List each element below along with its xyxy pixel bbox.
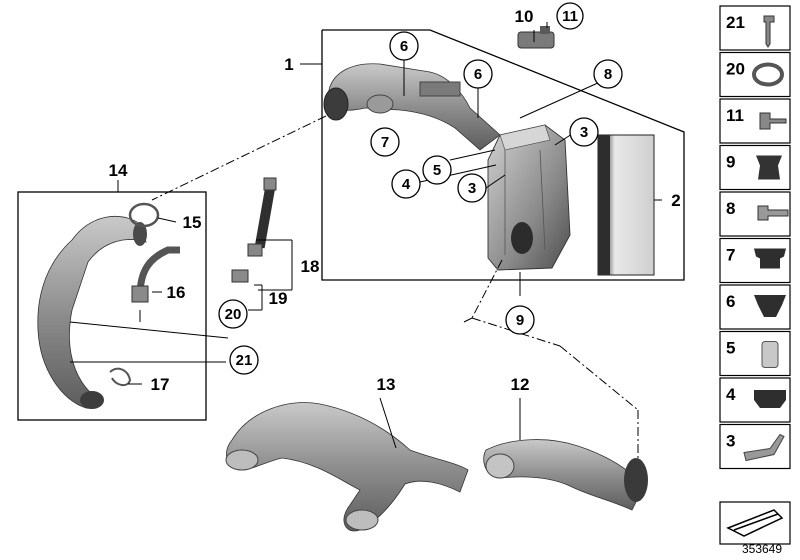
breather-tube <box>231 177 277 283</box>
side-part-number: 8 <box>726 199 735 218</box>
label-16: 16 <box>167 283 186 302</box>
label-4: 4 <box>402 176 411 193</box>
reference-number: 353649 <box>742 542 782 556</box>
air-filter-element-icon <box>597 134 655 276</box>
label-6b: 6 <box>474 66 482 83</box>
circled-labels <box>218 2 623 375</box>
side-part-number: 11 <box>726 106 744 125</box>
side-part-icon <box>756 155 782 180</box>
side-part-box <box>719 5 791 51</box>
label-14: 14 <box>109 161 128 180</box>
direction-arrow-icon <box>719 501 791 545</box>
side-part-number: 21 <box>726 13 745 32</box>
label-2: 2 <box>671 191 680 210</box>
label-9: 9 <box>516 312 524 329</box>
label-15: 15 <box>183 213 202 232</box>
label-13: 13 <box>377 375 396 394</box>
side-part-icon <box>754 248 786 269</box>
side-part-icon <box>761 341 779 368</box>
label-21: 21 <box>236 352 253 369</box>
intake-pipe <box>323 63 501 151</box>
side-part-number: 5 <box>726 339 735 358</box>
intake-duct-12 <box>483 439 648 511</box>
label-12: 12 <box>511 375 530 394</box>
label-18: 18 <box>301 257 320 276</box>
side-parts-panel: 21 20 11 9 8 7 6 5 4 3 <box>719 5 791 470</box>
label-10: 10 <box>515 7 534 26</box>
side-part-number: 6 <box>726 292 735 311</box>
side-part-box <box>719 144 791 191</box>
hose-group-frame <box>17 191 207 421</box>
side-part-icon <box>763 15 775 48</box>
side-part-number: 7 <box>726 246 735 265</box>
label-20: 20 <box>225 306 242 323</box>
label-19: 19 <box>269 289 288 308</box>
hose-clamp <box>128 202 160 228</box>
side-part-icon <box>754 390 786 408</box>
side-part-number: 4 <box>726 385 736 404</box>
side-part-icon <box>757 205 789 221</box>
intake-duct-icon <box>225 402 469 532</box>
label-1: 1 <box>284 55 293 74</box>
label-3a: 3 <box>580 124 588 141</box>
sensor-part <box>517 26 555 49</box>
intake-hose <box>37 215 147 409</box>
air-cleaner-frame <box>321 29 685 281</box>
label-17: 17 <box>151 375 170 394</box>
wire-clip <box>109 367 132 386</box>
label-11: 11 <box>562 8 578 25</box>
side-part-number: 9 <box>726 153 735 172</box>
side-part-number: 3 <box>726 432 735 451</box>
label-3b: 3 <box>468 180 476 197</box>
side-part-icon <box>752 62 784 87</box>
side-part-icon <box>754 295 786 317</box>
label-7: 7 <box>381 134 389 151</box>
label-8: 8 <box>604 66 612 83</box>
side-part-icon <box>759 112 787 130</box>
air-cleaner-housing <box>487 124 571 271</box>
side-part-icon <box>743 433 785 462</box>
side-part-number: 20 <box>726 60 745 79</box>
label-6a: 6 <box>400 38 408 55</box>
label-5: 5 <box>433 162 441 179</box>
